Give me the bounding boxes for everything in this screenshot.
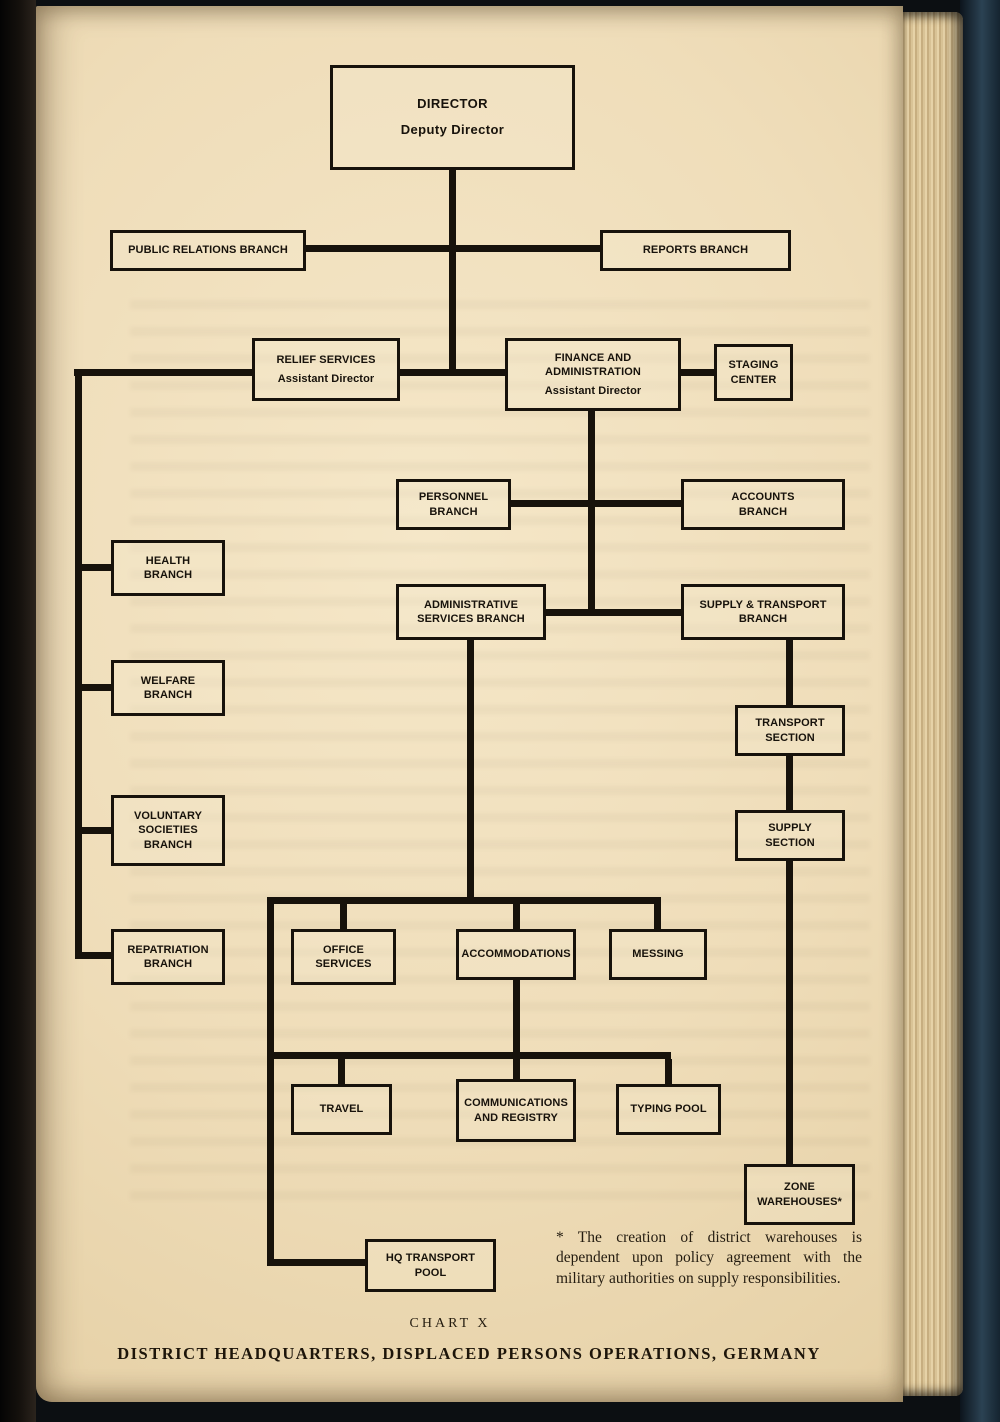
connector-line	[513, 904, 520, 929]
node-voluntary-societies-branch: VOLUNTARY SOCIETIES BRANCH	[111, 795, 225, 866]
connector-line	[400, 369, 505, 376]
connector-line	[267, 897, 661, 904]
connector-line	[588, 411, 595, 616]
connector-line	[75, 369, 82, 959]
node-director: DIRECTOR Deputy Director	[330, 65, 575, 170]
node-staging-center: STAGING CENTER	[714, 344, 793, 401]
connector-line	[74, 369, 252, 376]
connector-line	[786, 640, 793, 705]
node-hq-transport-pool: HQ TRANSPORT POOL	[365, 1239, 496, 1292]
node-reports-branch: REPORTS BRANCH	[600, 230, 791, 271]
connector-line	[681, 369, 714, 376]
node-accommodations: ACCOMMODATIONS	[456, 929, 576, 980]
connector-line	[338, 1059, 345, 1084]
node-office-services: OFFICE SERVICES	[291, 929, 396, 985]
node-transport-section: TRANSPORT SECTION	[735, 705, 845, 756]
node-supply-transport-branch: SUPPLY & TRANSPORT BRANCH	[681, 584, 845, 640]
book-cover	[960, 0, 1000, 1422]
node-administrative-services-branch: ADMINISTRATIVE SERVICES BRANCH	[396, 584, 546, 640]
node-travel: TRAVEL	[291, 1084, 392, 1135]
footnote: * The creation of district warehouses is…	[556, 1229, 862, 1287]
showthrough-texture	[130, 300, 870, 1200]
node-welfare-branch: WELFARE BRANCH	[111, 660, 225, 716]
connector-line	[267, 897, 274, 1266]
connector-line	[449, 170, 456, 376]
connector-line	[82, 827, 111, 834]
node-messing: MESSING	[609, 929, 707, 980]
connector-line	[274, 1259, 365, 1266]
connector-line	[546, 609, 681, 616]
node-accounts-branch: ACCOUNTS BRANCH	[681, 479, 845, 530]
node-relief-services: RELIEF SERVICES Assistant Director	[252, 338, 400, 401]
connector-line	[306, 245, 600, 252]
connector-line	[786, 756, 793, 810]
node-zone-warehouses: ZONE WAREHOUSES*	[744, 1164, 855, 1225]
node-supply-section: SUPPLY SECTION	[735, 810, 845, 861]
connector-line	[654, 904, 661, 929]
node-public-relations-branch: PUBLIC RELATIONS BRANCH	[110, 230, 306, 271]
connector-line	[513, 980, 520, 1079]
connector-line	[786, 861, 793, 1164]
connector-line	[467, 640, 474, 904]
connector-line	[267, 1052, 671, 1059]
page-edges	[901, 12, 963, 1396]
connector-line	[665, 1059, 672, 1084]
node-repatriation-branch: REPATRIATION BRANCH	[111, 929, 225, 985]
book-binding	[0, 0, 36, 1422]
chart-caption: CHART X	[409, 1316, 491, 1331]
page-title: DISTRICT HEADQUARTERS, DISPLACED PERSONS…	[117, 1344, 821, 1363]
connector-line	[511, 500, 681, 507]
node-communications-registry: COMMUNICATIONS AND REGISTRY	[456, 1079, 576, 1142]
connector-line	[82, 952, 111, 959]
connector-line	[82, 564, 111, 571]
connector-line	[340, 904, 347, 929]
connector-line	[82, 684, 111, 691]
node-finance-administration: FINANCE AND ADMINISTRATION Assistant Dir…	[505, 338, 681, 411]
node-health-branch: HEALTH BRANCH	[111, 540, 225, 596]
node-typing-pool: TYPING POOL	[616, 1084, 721, 1135]
node-personnel-branch: PERSONNEL BRANCH	[396, 479, 511, 530]
